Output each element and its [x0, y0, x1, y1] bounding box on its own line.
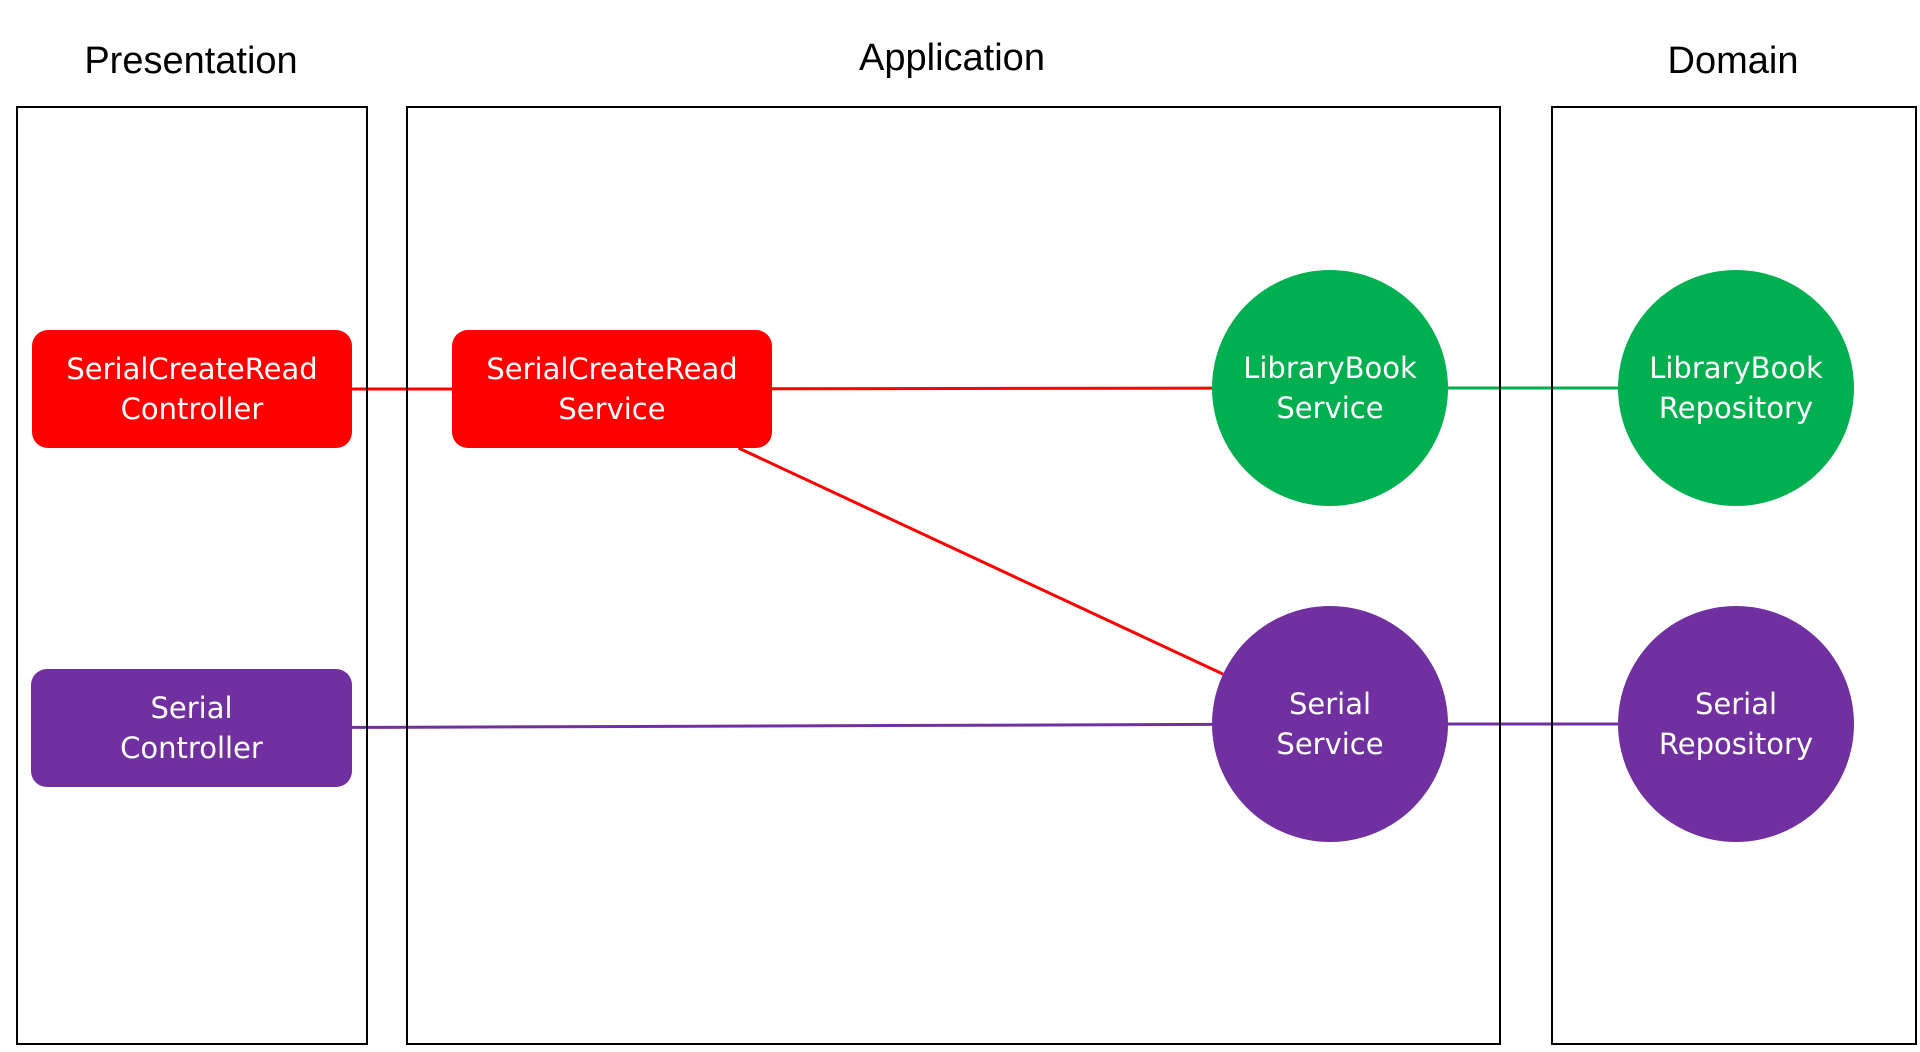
- node-label-line: Serial: [150, 691, 233, 725]
- node-label-line: Service: [1276, 391, 1384, 425]
- serial-controller-node[interactable]: Serial Controller: [31, 669, 352, 787]
- library-book-service-node[interactable]: LibraryBook Service: [1212, 270, 1448, 506]
- presentation-layer-title: Presentation: [84, 40, 298, 82]
- library-book-service-label: LibraryBook Service: [1243, 348, 1417, 428]
- edge-serial-controller-to-serial-service: [351, 722, 1213, 729]
- node-label-line: Service: [558, 392, 666, 426]
- edge-serial-create-read-service-to-library-book-service: [771, 386, 1213, 391]
- serial-repository-label: Serial Repository: [1659, 684, 1813, 764]
- domain-layer-box: [1551, 106, 1917, 1045]
- serial-create-read-service-node[interactable]: SerialCreateRead Service: [452, 330, 772, 448]
- serial-create-read-controller-node[interactable]: SerialCreateRead Controller: [32, 330, 352, 448]
- serial-create-read-controller-label: SerialCreateRead Controller: [66, 349, 317, 429]
- node-label-line: LibraryBook: [1243, 351, 1417, 385]
- serial-create-read-service-label: SerialCreateRead Service: [486, 349, 737, 429]
- node-label-line: Repository: [1658, 727, 1814, 761]
- presentation-layer-box: [16, 106, 368, 1045]
- edge-serial-create-read-service-to-serial-service: [737, 446, 1224, 676]
- library-book-repository-label: LibraryBook Repository: [1649, 348, 1823, 428]
- application-layer-box: [406, 106, 1501, 1045]
- node-label-line: Service: [1276, 727, 1384, 761]
- node-label-line: SerialCreateRead: [66, 352, 318, 386]
- node-label-line: Controller: [120, 731, 263, 765]
- node-label-line: Serial: [1288, 687, 1372, 721]
- node-label-line: Repository: [1658, 391, 1814, 425]
- application-layer-title: Application: [859, 37, 1045, 79]
- library-book-repository-node[interactable]: LibraryBook Repository: [1618, 270, 1854, 506]
- serial-repository-node[interactable]: Serial Repository: [1618, 606, 1854, 842]
- node-label-line: Serial: [1694, 687, 1778, 721]
- serial-controller-label: Serial Controller: [120, 688, 263, 768]
- domain-layer-title: Domain: [1667, 40, 1799, 82]
- serial-service-node[interactable]: Serial Service: [1212, 606, 1448, 842]
- serial-service-label: Serial Service: [1276, 684, 1383, 764]
- node-label-line: SerialCreateRead: [486, 352, 738, 386]
- node-label-line: Controller: [120, 392, 264, 426]
- node-label-line: LibraryBook: [1649, 351, 1823, 385]
